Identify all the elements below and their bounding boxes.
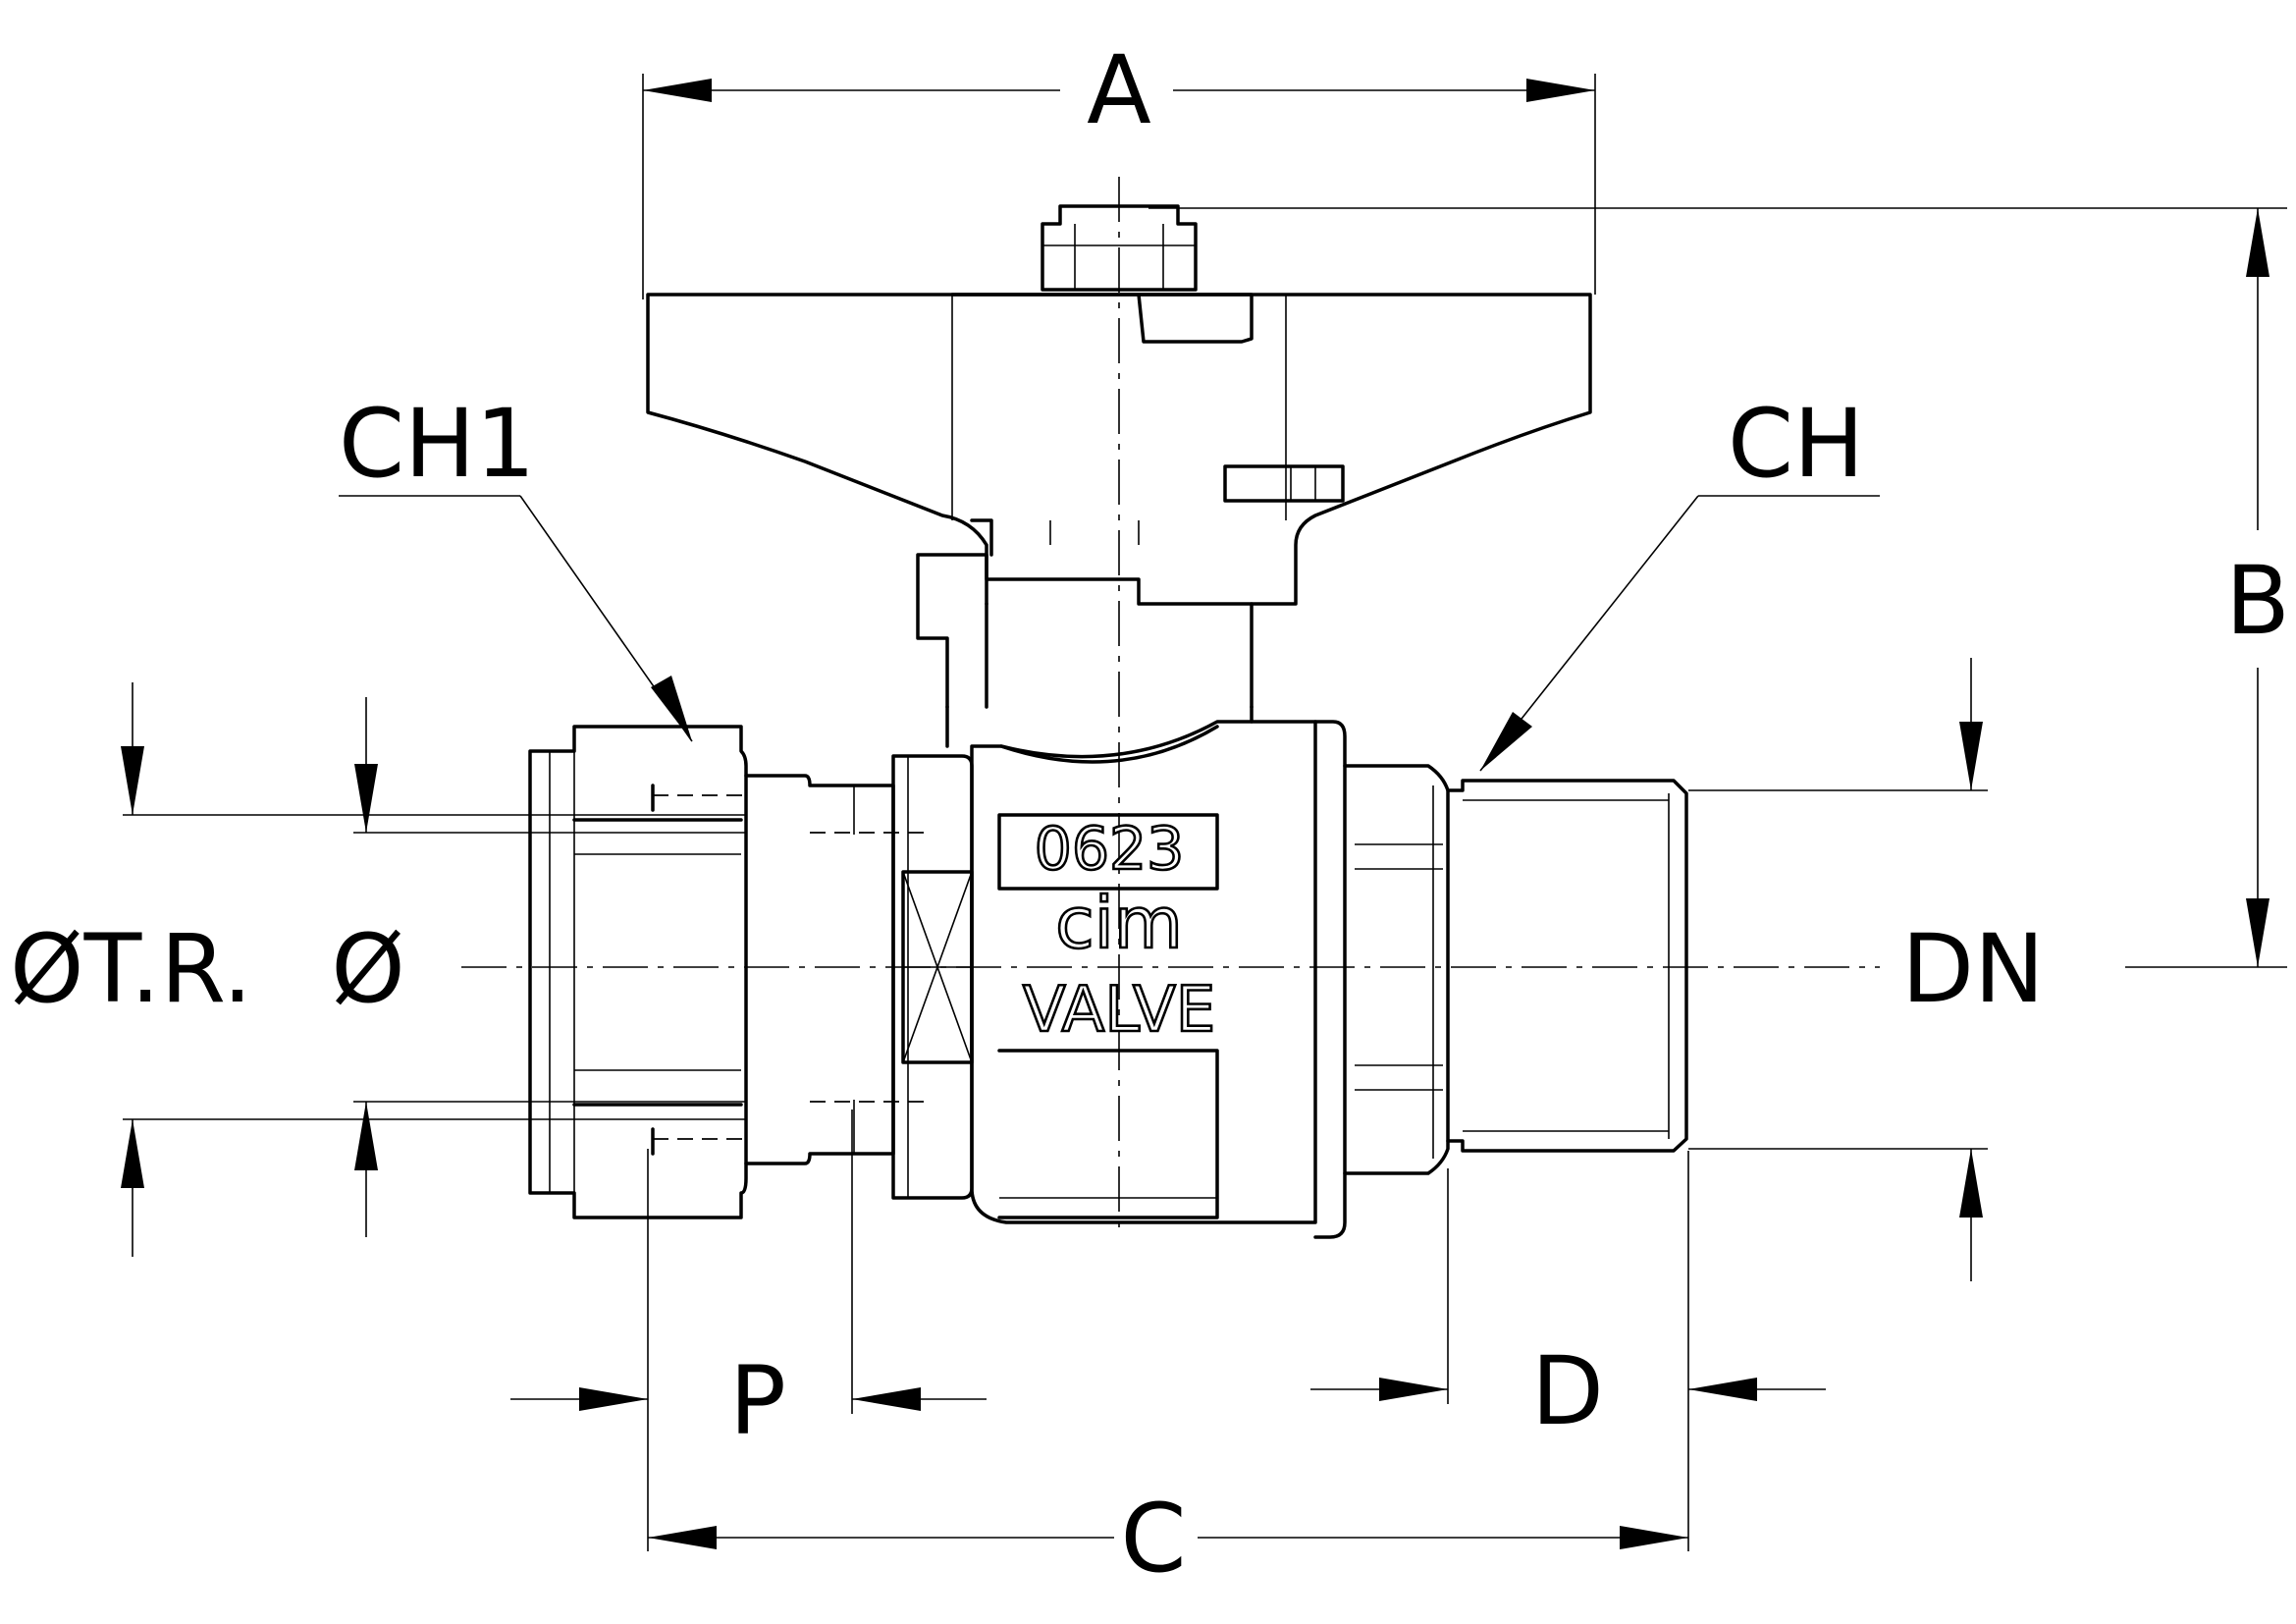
body-marking: 0623 cim VALVE <box>1022 814 1217 1049</box>
left-compression-nut <box>528 725 748 1219</box>
dimension-label-c: C <box>1120 1484 1186 1594</box>
body-brand-text: cim <box>1055 882 1183 964</box>
dimension-label-b: B <box>2225 546 2290 656</box>
dimension-label-p: P <box>729 1346 786 1456</box>
dimension-label-dia: Ø <box>331 914 405 1024</box>
dimension-label-d: D <box>1531 1336 1604 1446</box>
dimension-c: C <box>647 1149 1689 1594</box>
body-code-text: 0623 <box>1035 815 1185 884</box>
right-threaded-end <box>1446 779 1688 1153</box>
dimension-label-dia-tr: ØT.R. <box>10 914 252 1024</box>
right-hex <box>1343 764 1450 1175</box>
leader-ch: CH <box>1479 389 1880 772</box>
dimension-b: B <box>1148 207 2290 968</box>
dimension-label-a: A <box>1087 35 1151 145</box>
dimension-a: A <box>642 35 1596 299</box>
center-lines <box>461 177 1880 1237</box>
left-connector <box>891 754 974 1200</box>
dimension-label-dn: DN <box>1901 914 2045 1024</box>
leader-ch1: CH1 <box>339 389 693 742</box>
dimension-diameter: Ø <box>331 697 746 1237</box>
top-nut <box>1041 204 1198 292</box>
dimension-dn: DN <box>1688 658 2045 1281</box>
dimension-diameter-tr: ØT.R. <box>10 682 746 1257</box>
butterfly-handle <box>646 293 1592 606</box>
left-pipe-neck <box>744 774 933 1165</box>
stem <box>916 518 1254 709</box>
leader-label-ch1: CH1 <box>339 389 535 499</box>
leader-label-ch: CH <box>1728 389 1864 499</box>
dimension-d: D <box>1310 1168 1826 1446</box>
body-word-text: VALVE <box>1023 974 1215 1047</box>
dimension-p: P <box>510 1110 987 1456</box>
valve-body <box>945 705 1347 1239</box>
